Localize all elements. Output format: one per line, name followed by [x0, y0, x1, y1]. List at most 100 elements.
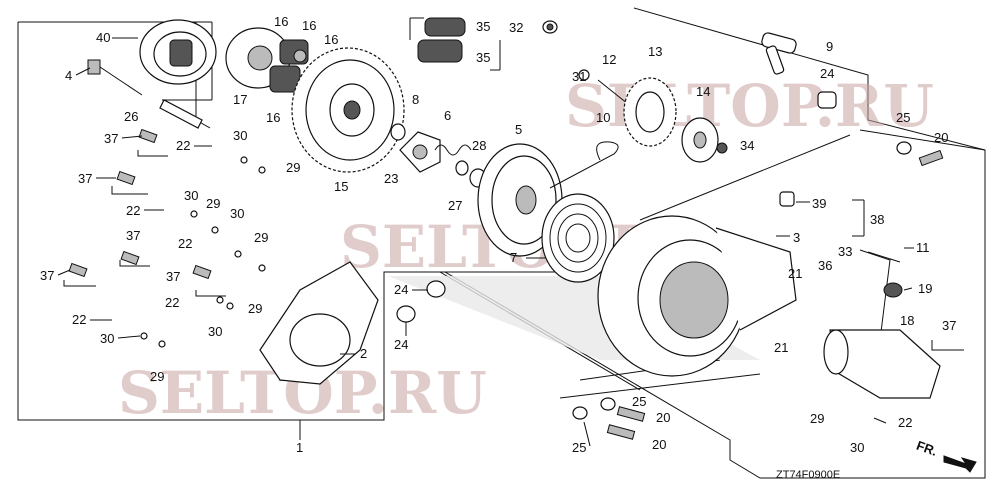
front-direction-indicator: FR. — [914, 438, 977, 473]
part-4-bolt — [87, 59, 143, 96]
callout-29: 29 — [286, 160, 300, 175]
callout-16: 16 — [324, 32, 338, 47]
callout-22: 22 — [72, 312, 86, 327]
part-7-spring — [541, 193, 615, 283]
callout-35: 35 — [476, 19, 490, 34]
diagram-code: ZT74F0900E — [776, 469, 840, 481]
callout-16: 16 — [266, 110, 280, 125]
part-24-grommets-middle — [396, 280, 446, 323]
callout-5: 5 — [515, 122, 522, 137]
part-5-reel — [477, 143, 563, 257]
callout-12: 12 — [602, 52, 616, 67]
part-25-20-bottom — [572, 397, 646, 440]
callout-1: 1 — [296, 440, 303, 455]
part-13-gear — [623, 77, 677, 147]
callout-28: 28 — [472, 138, 486, 153]
callout-37: 37 — [40, 268, 54, 283]
part-6-spring — [434, 144, 472, 156]
part-32-washer — [542, 20, 558, 34]
callout-11: 11 — [916, 240, 930, 255]
callout-40: 40 — [96, 30, 110, 45]
callout-27: 27 — [448, 198, 462, 213]
part-8-plate — [390, 123, 441, 173]
callout-22: 22 — [178, 236, 192, 251]
callout-25: 25 — [572, 440, 586, 455]
callout-37: 37 — [104, 131, 118, 146]
callout-19: 19 — [918, 281, 932, 296]
callout-34: 34 — [740, 138, 754, 153]
callout-15: 15 — [334, 179, 348, 194]
callout-24: 24 — [820, 66, 834, 81]
callout-16: 16 — [274, 14, 288, 29]
callout-22: 22 — [898, 415, 912, 430]
left-fasteners — [68, 128, 266, 348]
callout-25: 25 — [896, 110, 910, 125]
part-25-20-top-right — [896, 141, 944, 167]
callout-37: 37 — [126, 228, 140, 243]
callout-22: 22 — [126, 203, 140, 218]
callout-37: 37 — [166, 269, 180, 284]
callout-31: 31 — [572, 69, 586, 84]
callout-29: 29 — [150, 369, 164, 384]
part-18-starter-motor — [823, 329, 941, 399]
callout-32: 32 — [509, 20, 523, 35]
callout-8: 8 — [412, 92, 419, 107]
callout-labels: 40 4 26 37 22 30 29 16 16 16 16 17 15 35… — [40, 14, 956, 455]
part-19-cap — [883, 282, 903, 298]
callout-7: 7 — [510, 250, 517, 265]
part-39-cap — [779, 191, 795, 207]
part-12-shaft — [597, 79, 629, 105]
callout-20: 20 — [656, 410, 670, 425]
callout-29: 29 — [810, 411, 824, 426]
callout-30: 30 — [850, 440, 864, 455]
part-31-washer — [578, 69, 590, 81]
callout-29: 29 — [206, 196, 220, 211]
callout-38: 38 — [870, 212, 884, 227]
bracket-marks — [63, 150, 964, 351]
callout-30: 30 — [100, 331, 114, 346]
callout-22: 22 — [176, 138, 190, 153]
part-10-rope — [549, 141, 619, 189]
callout-30: 30 — [184, 188, 198, 203]
callout-20: 20 — [652, 437, 666, 452]
part-14-small-gear — [681, 117, 719, 163]
callout-21: 21 — [788, 266, 802, 281]
callout-17: 17 — [233, 92, 247, 107]
callout-37: 37 — [942, 318, 956, 333]
callout-21: 21 — [774, 340, 788, 355]
callout-33: 33 — [838, 244, 852, 259]
part-26-pin — [159, 99, 203, 129]
callout-10: 10 — [596, 110, 610, 125]
callout-23: 23 — [384, 171, 398, 186]
part-9-key — [761, 32, 797, 75]
part-34-clip — [716, 142, 728, 154]
callout-36: 36 — [818, 258, 832, 273]
callout-24: 24 — [394, 337, 408, 352]
callout-6: 6 — [444, 108, 451, 123]
part-15-gear-pulley — [291, 47, 405, 173]
leader-lines — [57, 37, 914, 447]
callout-29: 29 — [248, 301, 262, 316]
callout-16: 16 — [302, 18, 316, 33]
callout-22: 22 — [165, 295, 179, 310]
watermark-top: SELTOP.RU — [565, 72, 934, 140]
callout-2: 2 — [360, 346, 367, 361]
callout-24: 24 — [394, 282, 408, 297]
callout-26: 26 — [124, 109, 138, 124]
callout-18: 18 — [900, 313, 914, 328]
front-arrow-icon — [943, 455, 977, 473]
part-35-pawls — [417, 17, 466, 63]
part-40-pulley-hub — [139, 19, 217, 85]
part-16-ratchet-pawls — [269, 39, 309, 93]
callout-25: 25 — [632, 394, 646, 409]
callout-13: 13 — [648, 44, 662, 59]
callout-29: 29 — [254, 230, 268, 245]
direction-label: FR. — [914, 438, 939, 459]
callout-20: 20 — [934, 130, 948, 145]
callout-30: 30 — [208, 324, 222, 339]
callout-39: 39 — [812, 196, 826, 211]
callout-37: 37 — [78, 171, 92, 186]
callout-4: 4 — [65, 68, 72, 83]
